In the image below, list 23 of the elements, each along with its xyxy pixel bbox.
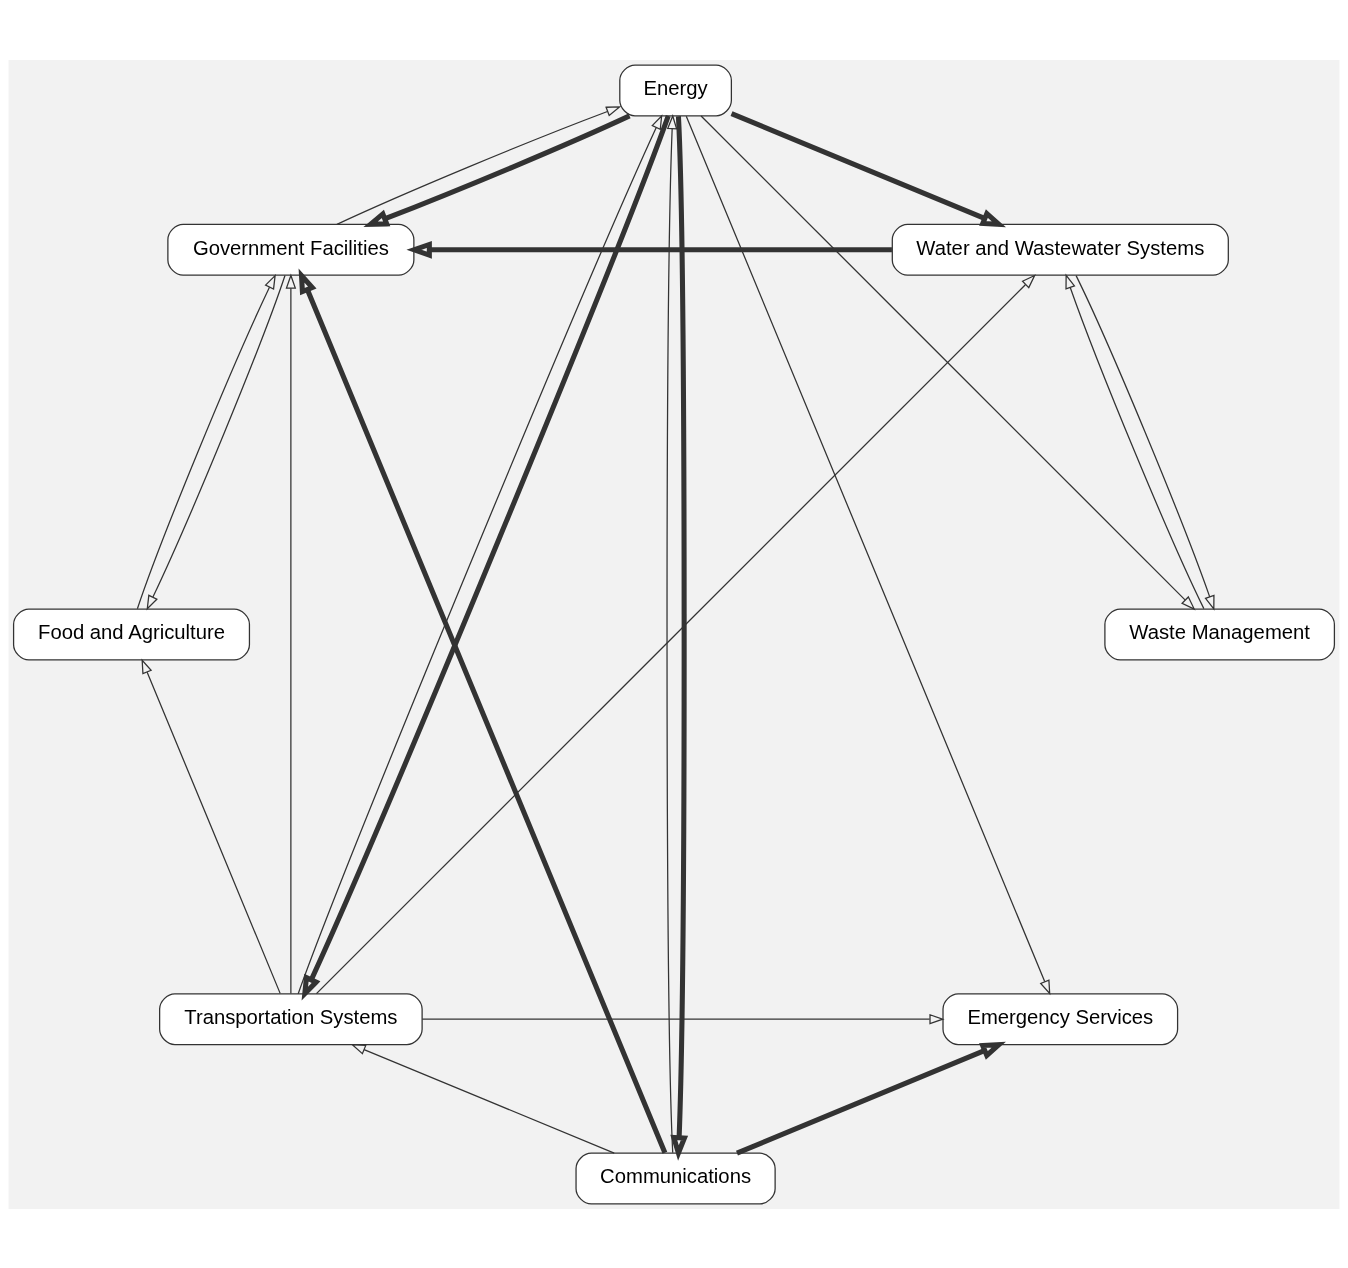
arrow bbox=[730, 110, 1006, 227]
arrow bbox=[421, 1013, 945, 1025]
node-box: Energy bbox=[619, 63, 732, 116]
node-box: Emergency Services bbox=[942, 992, 1179, 1045]
arrow bbox=[700, 114, 1196, 610]
node-box: Communications bbox=[575, 1152, 776, 1205]
arrow bbox=[298, 267, 668, 1154]
arrow bbox=[670, 115, 689, 1161]
node-box: Waste Management bbox=[1104, 608, 1336, 660]
arrow bbox=[350, 1043, 615, 1154]
arrow bbox=[315, 273, 1036, 994]
arrow bbox=[363, 113, 631, 227]
node-box: Food and Agriculture bbox=[12, 608, 251, 660]
node-box: Government Facilities bbox=[167, 223, 415, 276]
arrow bbox=[336, 105, 622, 225]
arrow bbox=[141, 657, 281, 994]
node-box: Water and Wastewater Systems bbox=[891, 223, 1229, 276]
node-box: Transportation Systems bbox=[159, 992, 423, 1045]
arrow bbox=[285, 273, 297, 994]
arrow bbox=[406, 240, 892, 259]
arrow bbox=[685, 115, 1051, 995]
arrow bbox=[666, 113, 678, 1153]
arrow bbox=[736, 1041, 1006, 1155]
